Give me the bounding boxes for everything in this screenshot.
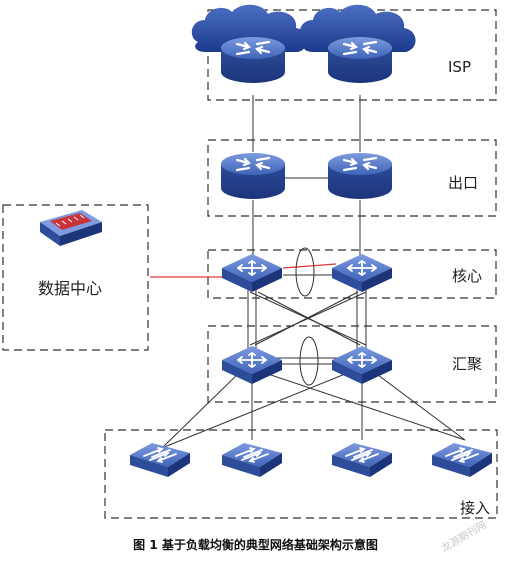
datacenter-label: 数据中心 bbox=[38, 279, 103, 298]
aggregation-switch-left-icon bbox=[222, 346, 282, 384]
link-agg-access-4 bbox=[161, 371, 351, 449]
core-switch-left-icon bbox=[222, 254, 282, 292]
layer-label-egress: 出口 bbox=[448, 174, 479, 192]
datacenter-server-icon bbox=[40, 210, 102, 246]
layer-label-core: 核心 bbox=[452, 267, 483, 285]
figure-caption: 图 1 基于负载均衡的典型网络基础架构示意图 bbox=[133, 538, 378, 552]
link-agg-access-3 bbox=[261, 371, 466, 441]
aggregation-switch-right-icon bbox=[332, 346, 392, 384]
access-switch-2-icon bbox=[222, 443, 282, 477]
core-frame bbox=[207, 249, 497, 299]
link-cross-2 bbox=[254, 291, 359, 346]
access-frame bbox=[104, 429, 498, 519]
datacenter-links bbox=[150, 263, 337, 278]
router-isp-left-icon bbox=[221, 37, 285, 83]
router-egress-right-icon bbox=[328, 153, 392, 199]
datacenter-frame bbox=[2, 204, 149, 351]
isp-cloud-left bbox=[191, 4, 308, 52]
link-agg-access-6 bbox=[373, 371, 466, 441]
link-core-red bbox=[282, 263, 337, 269]
agg-lag-ellipse bbox=[299, 336, 319, 386]
core-lag-ellipse bbox=[295, 247, 315, 297]
link-cross-4 bbox=[249, 291, 367, 346]
layer-label-isp: ISP bbox=[448, 58, 471, 76]
egress-frame bbox=[207, 139, 497, 217]
access-switch-1-icon bbox=[130, 443, 190, 477]
router-egress-left-icon bbox=[221, 153, 285, 199]
access-switch-3-icon bbox=[332, 443, 392, 477]
links bbox=[161, 95, 466, 449]
layer-label-aggregation: 汇聚 bbox=[452, 355, 483, 373]
access-switch-4-icon bbox=[432, 443, 492, 477]
isp-cloud-right bbox=[299, 4, 416, 52]
link-agg-access-1 bbox=[161, 371, 241, 449]
router-isp-right-icon bbox=[328, 37, 392, 83]
layer-label-access: 接入 bbox=[460, 499, 491, 517]
core-switch-right-icon bbox=[332, 254, 392, 292]
